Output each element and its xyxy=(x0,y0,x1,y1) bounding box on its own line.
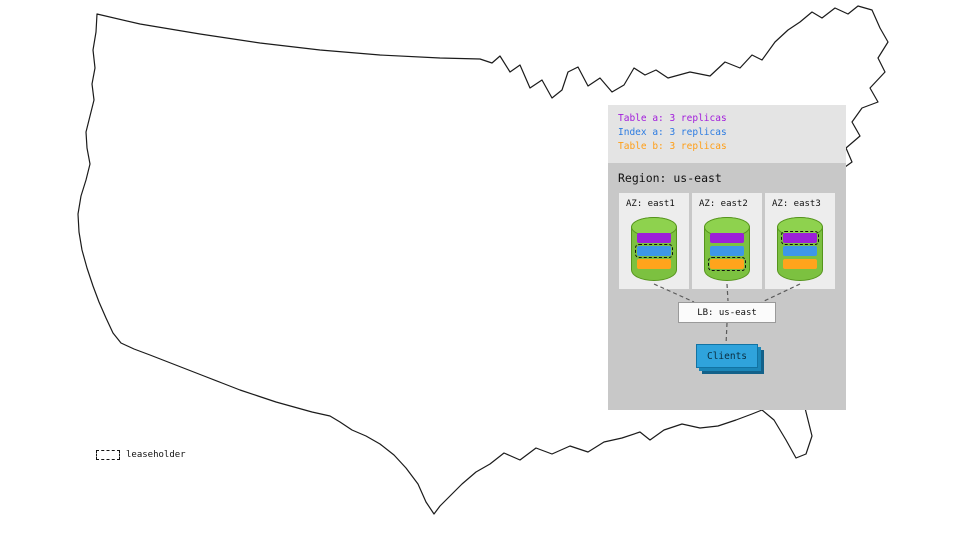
az-label: AZ: east3 xyxy=(772,199,821,209)
az-row: AZ: east1 AZ: east2 xyxy=(608,193,846,289)
replica-legend-item-index-a: Index a: 3 replicas xyxy=(618,127,727,138)
az-box-east1: AZ: east1 xyxy=(619,193,689,289)
leaseholder-swatch-icon xyxy=(96,450,120,460)
az-label: AZ: east2 xyxy=(699,199,748,209)
replica-legend: Table a: 3 replicas Index a: 3 replicas … xyxy=(608,105,846,154)
leaseholder-legend-label: leaseholder xyxy=(126,450,186,460)
table-b-replica xyxy=(783,259,817,269)
region-title: Region: us-east xyxy=(618,171,722,185)
index-a-replica xyxy=(783,246,817,256)
index-a-replica xyxy=(635,244,673,258)
region-overlay-panel: Table a: 3 replicas Index a: 3 replicas … xyxy=(608,105,846,410)
az-box-east2: AZ: east2 xyxy=(692,193,762,289)
database-cylinder-icon xyxy=(631,217,677,281)
database-cylinder-icon xyxy=(777,217,823,281)
table-a-replica xyxy=(637,233,671,243)
table-b-replica xyxy=(637,259,671,269)
leaseholder-legend: leaseholder xyxy=(96,450,186,460)
index-a-replica xyxy=(710,246,744,256)
database-cylinder-icon xyxy=(704,217,750,281)
replica-legend-item-table-b: Table b: 3 replicas xyxy=(618,141,727,152)
clients-box: Clients xyxy=(696,344,758,368)
load-balancer-box: LB: us-east xyxy=(678,302,776,323)
region-box: Region: us-east AZ: east1 AZ: east2 xyxy=(608,163,846,410)
az-label: AZ: east1 xyxy=(626,199,675,209)
table-a-replica xyxy=(781,231,819,245)
replica-legend-item-table-a: Table a: 3 replicas xyxy=(618,113,727,124)
az-box-east3: AZ: east3 xyxy=(765,193,835,289)
table-a-replica xyxy=(710,233,744,243)
table-b-replica xyxy=(708,257,746,271)
